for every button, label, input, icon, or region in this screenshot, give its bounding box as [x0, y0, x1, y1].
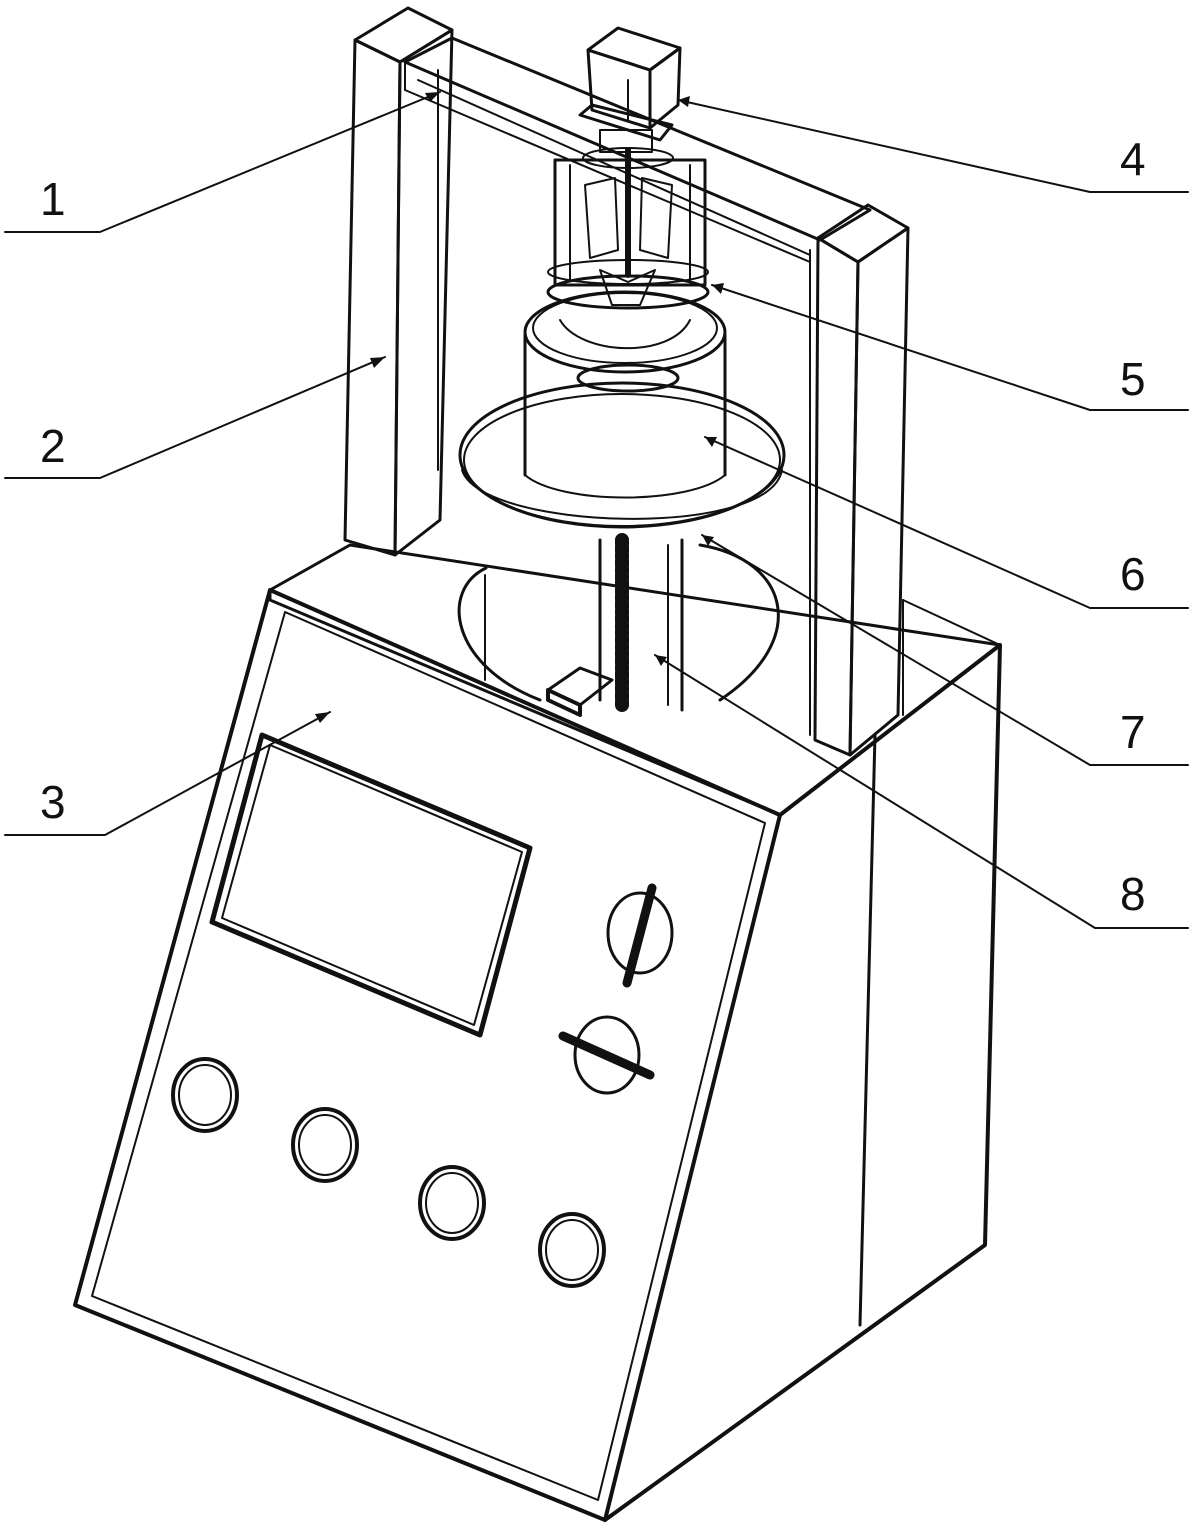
- housing: [73, 543, 1002, 1522]
- motor: [578, 26, 682, 153]
- crossbeam: [403, 36, 872, 263]
- label-5: 5: [1120, 353, 1146, 405]
- rotary-knob-2: [558, 1015, 655, 1095]
- base-opening: [457, 543, 780, 702]
- rotary-knob-1: [606, 883, 674, 988]
- push-buttons: [171, 1057, 606, 1288]
- lead-screw: [546, 533, 684, 717]
- container: [523, 290, 727, 499]
- right-column: [809, 203, 910, 757]
- label-7: 7: [1120, 706, 1146, 758]
- reference-labels: 1 2 3 4 5 6 7 8: [40, 133, 1146, 920]
- label-8: 8: [1120, 868, 1146, 920]
- leader-lines: [4, 91, 1189, 929]
- label-2: 2: [40, 420, 66, 472]
- display-screen: [209, 732, 533, 1038]
- label-4: 4: [1120, 133, 1146, 185]
- left-column: [343, 6, 454, 557]
- label-6: 6: [1120, 548, 1146, 600]
- stirring-head: [546, 147, 710, 310]
- tray-disc: [458, 381, 786, 529]
- label-3: 3: [40, 776, 66, 828]
- label-1: 1: [40, 173, 66, 225]
